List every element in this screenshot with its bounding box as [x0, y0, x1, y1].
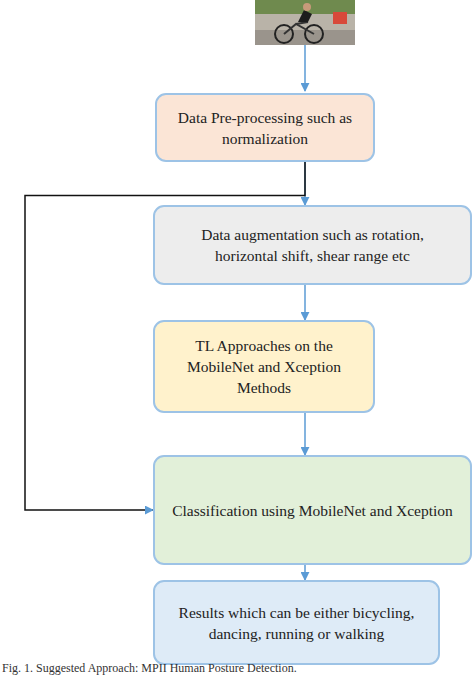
flow-arrow	[304, 413, 306, 455]
box-label: TL Approaches on the MobileNet and Xcept…	[171, 335, 357, 398]
photo-sign	[333, 12, 347, 24]
input-arrow	[304, 45, 306, 91]
process-box: Data augmentation such as rotation, hori…	[153, 205, 472, 285]
box-label: Results which can be either bicycling, d…	[171, 602, 422, 644]
box-label: Data Pre-processing such as normalizatio…	[173, 107, 357, 149]
flow-arrow	[304, 565, 306, 580]
process-box: Data Pre-processing such as normalizatio…	[155, 93, 375, 162]
process-box: TL Approaches on the MobileNet and Xcept…	[153, 320, 375, 413]
figure-caption: Fig. 1. Suggested Approach: MPII Human P…	[2, 661, 297, 676]
bike-frame	[284, 22, 314, 34]
photo-background	[255, 0, 355, 45]
process-box: Classification using MobileNet and Xcept…	[153, 455, 472, 565]
cyclist-photo	[255, 0, 355, 45]
process-box: Results which can be either bicycling, d…	[153, 580, 440, 665]
box-label: Data augmentation such as rotation, hori…	[171, 224, 454, 266]
flow-arrow	[304, 285, 306, 320]
rider-body	[298, 10, 312, 22]
box-label: Classification using MobileNet and Xcept…	[172, 500, 453, 521]
rider-head	[303, 3, 311, 11]
